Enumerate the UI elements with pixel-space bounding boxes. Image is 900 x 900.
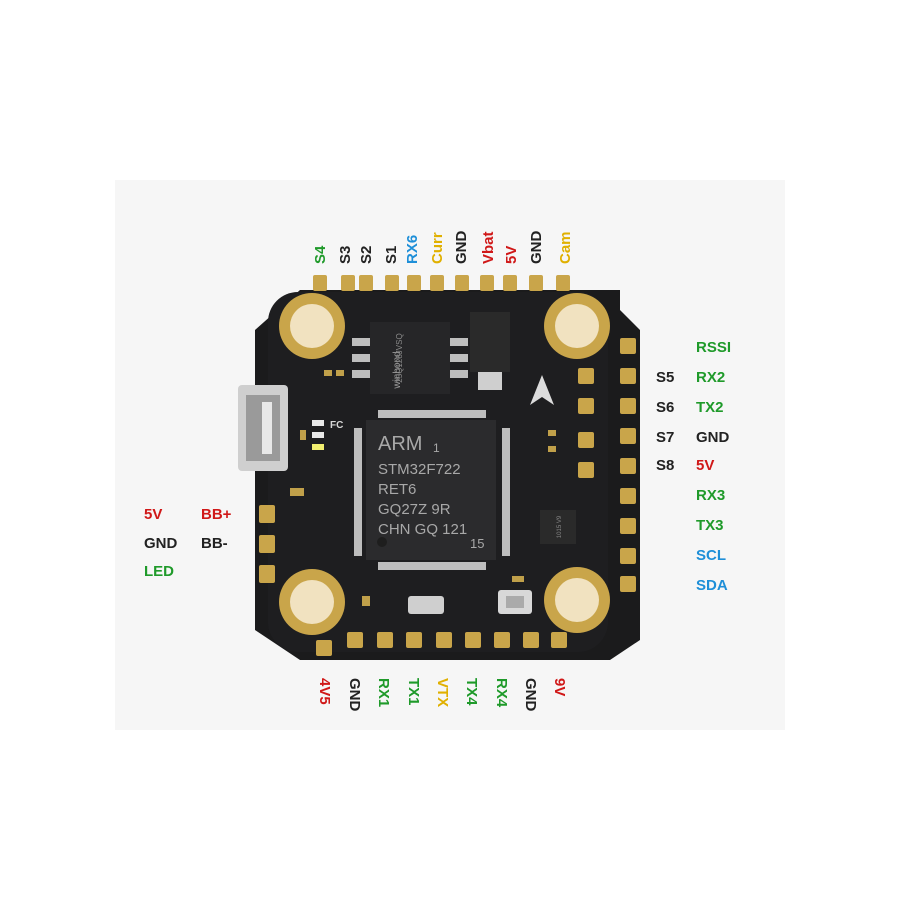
top-pin-label-6: GND xyxy=(453,230,470,264)
motor-pin-label-0: S5 xyxy=(656,369,675,386)
top-pin-label-5: Curr xyxy=(429,232,446,264)
bottom-pin-label-0: 4V5 xyxy=(316,678,333,705)
bottom-pin-label-1: GND xyxy=(346,678,363,712)
left-outer-pin-label-2: LED xyxy=(144,563,174,580)
left-outer-pin-label-0: 5V xyxy=(144,506,163,523)
right-pin-label-8: SDA xyxy=(696,577,728,594)
fc-label: FC xyxy=(330,420,343,431)
top-pin-label-7: Vbat xyxy=(480,231,497,264)
bottom-pin-label-2: RX1 xyxy=(375,678,392,708)
flash-brand: winbond xyxy=(392,351,403,389)
mounting-hole-bl xyxy=(279,569,345,635)
motor-pin-label-1: S6 xyxy=(656,399,675,416)
direction-arrow xyxy=(530,375,554,405)
crystal xyxy=(408,596,444,614)
gyro-chip: 1015 V9 xyxy=(540,510,576,544)
passive-components xyxy=(290,370,556,606)
bottom-pin-label-5: TX4 xyxy=(463,678,480,706)
right-pin-label-5: RX3 xyxy=(696,487,726,504)
regulator-chip xyxy=(470,312,510,390)
right-pin-label-0: RSSI xyxy=(696,339,732,356)
motor-pads xyxy=(578,368,594,478)
gyro-text: 1015 V9 xyxy=(557,515,563,538)
right-pin-label-2: TX2 xyxy=(696,399,724,416)
mcu-line-1: STM32F722 xyxy=(378,461,461,478)
top-pin-label-2: S2 xyxy=(358,245,375,264)
left-outer-pin-label-1: GND xyxy=(144,535,178,552)
top-pin-label-9: GND xyxy=(528,230,545,264)
bottom-pin-label-4: VTX xyxy=(434,678,451,708)
bottom-pin-label-6: RX4 xyxy=(493,678,510,708)
top-pin-label-4: RX6 xyxy=(404,234,421,264)
right-pin-label-1: RX2 xyxy=(696,369,726,386)
right-pads xyxy=(620,338,636,592)
mcu-sub: 1 xyxy=(433,441,440,455)
right-pin-label-3: GND xyxy=(696,429,730,446)
mcu-line-3: GQ27Z 9R xyxy=(378,501,451,518)
usb-connector xyxy=(238,385,288,471)
right-pin-label-6: TX3 xyxy=(696,517,724,534)
flash-line1: 25Q128JVSQ xyxy=(395,333,404,382)
left-inner-pin-label-0: BB+ xyxy=(201,506,232,523)
right-pin-label-4: 5V xyxy=(696,457,715,474)
mounting-hole-br xyxy=(544,567,610,633)
top-pin-label-1: S3 xyxy=(337,245,354,264)
top-pin-label-3: S1 xyxy=(383,245,400,264)
mcu-num: 15 xyxy=(470,536,484,551)
right-pin-label-7: SCL xyxy=(696,547,726,564)
bottom-pin-label-7: GND xyxy=(522,678,539,712)
mcu-line-4: CHN GQ 121 xyxy=(378,521,467,538)
flash-chip: winbond 25Q128JVSQ xyxy=(352,322,468,394)
top-pin-label-10: Cam xyxy=(557,231,574,264)
status-leds xyxy=(312,420,324,450)
top-pads xyxy=(313,275,570,291)
mcu-brand: ARM xyxy=(378,433,422,455)
top-pin-label-0: S4 xyxy=(312,245,329,264)
left-inner-pin-label-1: BB- xyxy=(201,535,228,552)
top-pin-label-8: 5V xyxy=(503,245,520,264)
mcu-line-2: RET6 xyxy=(378,481,416,498)
bottom-pin-label-3: TX1 xyxy=(405,678,422,706)
bottom-pin-label-8: 9V xyxy=(551,678,568,697)
mcu-pins xyxy=(354,410,510,570)
bottom-pads xyxy=(316,632,567,656)
mounting-hole-tr xyxy=(544,293,610,359)
left-pads xyxy=(259,505,275,583)
motor-pin-label-2: S7 xyxy=(656,429,675,446)
mounting-hole-tl xyxy=(279,293,345,359)
mcu-chip xyxy=(366,420,496,560)
motor-pin-label-3: S8 xyxy=(656,457,675,474)
